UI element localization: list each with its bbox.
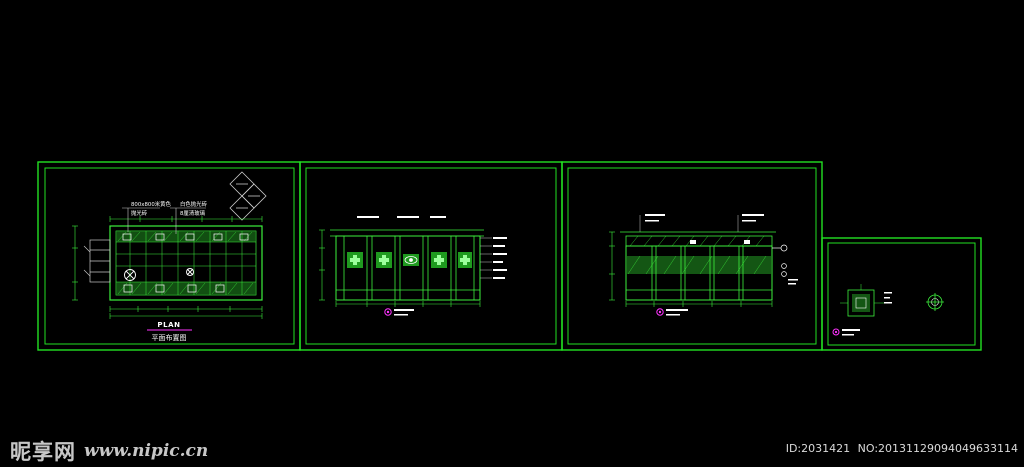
elev-b-right-labels — [788, 279, 798, 285]
elev-a-columns — [336, 236, 480, 300]
elev-b-bottom-dimension — [625, 301, 773, 307]
plan-note-a-line2: 抛光砖 — [131, 209, 148, 217]
plan-tile-grid — [116, 231, 256, 295]
plan-note-a-line1: 800x800米黄色 — [131, 200, 172, 208]
watermark-site-url: www.nipic.cn — [84, 441, 209, 461]
sheet-frame-outer — [821, 237, 982, 351]
elev-b-section-marker-icon — [656, 308, 664, 316]
watermark-logo: 昵享网 www.nipic.cn — [10, 438, 208, 464]
sheet-elevation-a — [299, 161, 563, 351]
watermark-id-line: ID:2031421 NO:20131129094049633114 — [786, 442, 1018, 455]
sheet-frame-inner — [567, 167, 817, 345]
plan-furniture-symbols — [122, 233, 249, 293]
elev-b-caption-bars — [666, 309, 688, 316]
detail-node-a-labels — [884, 292, 892, 304]
plan-top-dimension — [109, 216, 263, 222]
elev-a-eye-icon — [404, 256, 418, 264]
plan-title: PLAN — [157, 321, 180, 329]
elev-b-columns — [626, 246, 772, 300]
watermark-site-name: 昵享网 — [10, 440, 76, 464]
elev-b-panel-band — [626, 256, 772, 274]
elev-a-caption-bars — [394, 309, 414, 316]
plan-caption: 平面布置图 — [152, 333, 187, 342]
sheet-elevation-b — [561, 161, 823, 351]
plan-note-b-line2: 8厘清玻璃 — [180, 209, 206, 217]
elev-a-section-marker-icon — [384, 308, 392, 316]
elev-b-left-dimension — [609, 231, 615, 301]
elev-a-top-labels — [357, 216, 446, 218]
elev-a-bottom-dimension — [335, 301, 481, 307]
detail-caption-bars — [842, 329, 860, 336]
elev-b-frieze-pattern — [629, 235, 765, 247]
elev-a-right-leaders — [480, 237, 492, 279]
sheet-details — [821, 237, 982, 351]
detail-node-a — [840, 284, 884, 317]
detail-section-marker-icon — [832, 328, 840, 336]
diamond-legend-icon — [229, 171, 267, 221]
plan-wall-bottom-hatch — [116, 282, 256, 295]
plan-left-dimension — [72, 225, 78, 301]
watermark-no: NO:20131129094049633114 — [857, 442, 1018, 455]
elev-a-panel-cross-icons — [350, 255, 470, 265]
plan-note-b-line1: 白色抛光砖 — [180, 200, 208, 208]
elev-b-top-leaders — [639, 215, 739, 232]
plan-leader-lines — [122, 207, 206, 234]
plan-room — [72, 225, 263, 301]
elev-a-left-dimension — [319, 229, 325, 301]
elev-a-right-labels — [493, 237, 507, 279]
elev-a-body — [335, 235, 481, 301]
watermark-id: ID:2031421 — [785, 442, 851, 455]
elev-b-right-markers — [772, 244, 788, 277]
sheet-frame-inner — [44, 167, 295, 345]
sheet-frame-inner — [827, 242, 976, 346]
plan-plant-icon — [186, 268, 194, 276]
sheet-frame-inner — [305, 167, 557, 345]
sheet-plan: 800x800米黄色 抛光砖 白色抛光砖 8厘清玻璃 PLAN 平面布置图 — [37, 161, 301, 351]
plan-plant-icon — [124, 269, 136, 281]
plan-bottom-dimension — [109, 306, 263, 319]
detail-node-b — [926, 293, 944, 311]
elev-b-top-labels — [645, 214, 764, 222]
plan-entrance-steps — [83, 239, 111, 283]
elev-b-fixtures — [690, 240, 750, 244]
